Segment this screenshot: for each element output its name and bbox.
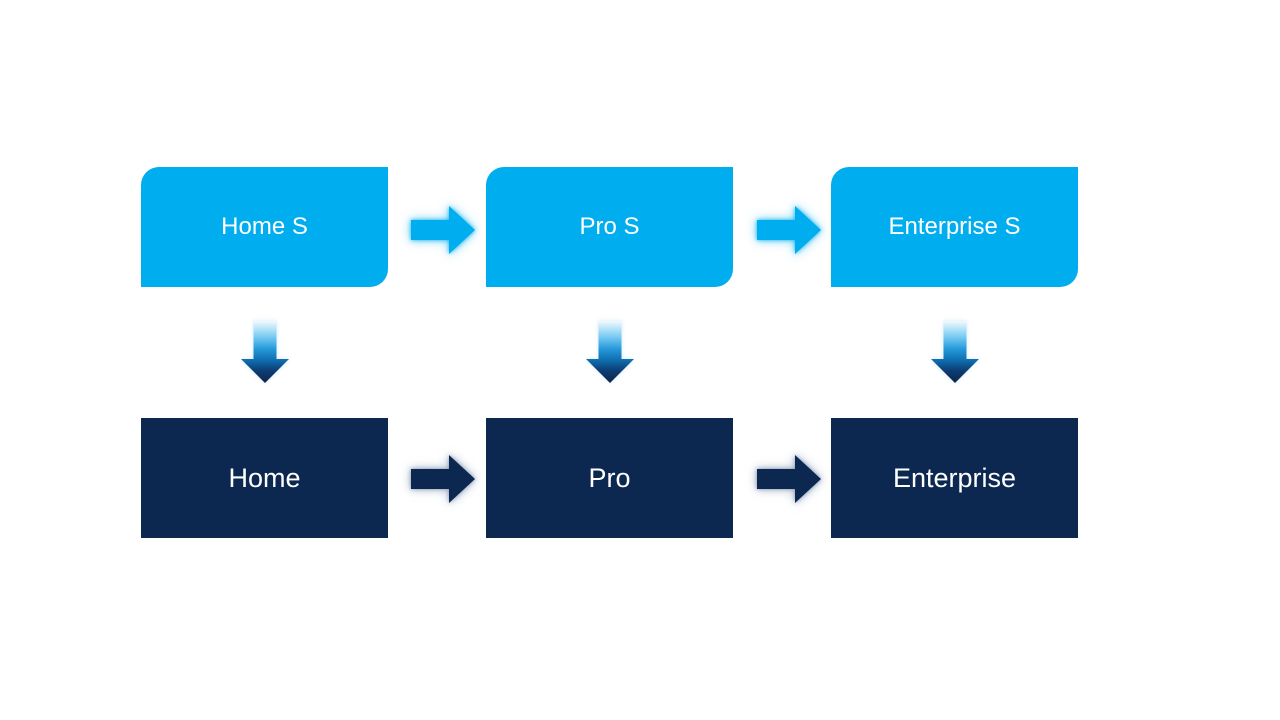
right-arrow-icon (411, 455, 475, 503)
down-arrow-icon (586, 321, 634, 383)
down-arrow-icon (931, 321, 979, 383)
node-label: Pro S (579, 213, 640, 240)
node-label: Pro (588, 462, 631, 493)
node-pro-s: Pro S (486, 167, 733, 287)
node-enterprise: Enterprise (831, 418, 1078, 538)
right-arrow-icon (411, 206, 475, 254)
node-label: Home S (221, 213, 308, 240)
right-arrow-icon (757, 455, 821, 503)
node-label: Home (228, 462, 301, 493)
node-label: Enterprise (892, 462, 1017, 493)
node-label: Enterprise S (888, 213, 1021, 240)
node-home-s: Home S (141, 167, 388, 287)
node-home: Home (141, 418, 388, 538)
right-arrow-icon (757, 206, 821, 254)
node-enterprise-s: Enterprise S (831, 167, 1078, 287)
down-arrow-icon (241, 321, 289, 383)
node-pro: Pro (486, 418, 733, 538)
